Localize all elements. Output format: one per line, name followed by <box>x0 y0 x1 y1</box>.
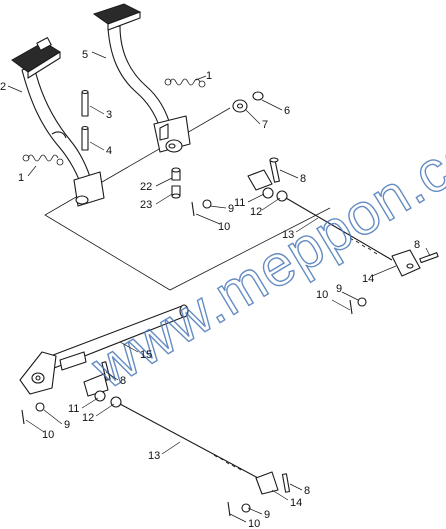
pin-4 <box>81 125 89 151</box>
callout-10c: 10 <box>42 429 54 441</box>
cotter-pin-upper <box>191 201 353 315</box>
washer-7 <box>232 99 248 113</box>
clevis-upper <box>247 157 280 191</box>
callout-13b: 13 <box>148 450 160 462</box>
callout-8d: 8 <box>304 485 310 497</box>
callout-6: 6 <box>284 105 290 117</box>
clevis-lower <box>83 361 111 397</box>
rod-lower <box>119 403 259 479</box>
pedal-arm-right <box>92 3 191 153</box>
nut-upper <box>262 187 288 202</box>
callout-7: 7 <box>262 119 268 131</box>
cross-shaft <box>19 304 189 395</box>
callout-22: 22 <box>140 181 152 193</box>
washer-lower <box>35 402 251 513</box>
callout-14a: 14 <box>362 273 374 285</box>
callout-12a: 12 <box>250 206 262 218</box>
clevis-end-lower <box>255 471 291 495</box>
washer-upper <box>202 199 367 307</box>
watermark-text: www.meppon.cc <box>80 121 446 401</box>
callout-10b: 10 <box>316 289 328 301</box>
callout-8a: 8 <box>300 173 306 185</box>
callout-1b: 1 <box>18 172 24 184</box>
spring-top <box>164 78 206 88</box>
rod-upper <box>285 197 393 261</box>
callout-13a: 13 <box>282 229 294 241</box>
leader-lines <box>7 51 431 523</box>
callout-23: 23 <box>140 199 152 211</box>
pedal-arm-left <box>11 37 105 207</box>
assembly-outline <box>44 107 331 291</box>
callout-3: 3 <box>106 109 112 121</box>
spring-bottom <box>22 154 64 166</box>
callout-11a: 11 <box>234 197 245 209</box>
callout-1a: 1 <box>206 70 212 82</box>
callout-15: 15 <box>140 349 152 361</box>
callout-2: 2 <box>0 81 6 93</box>
callout-8b: 8 <box>414 239 420 251</box>
pin-3 <box>81 89 89 117</box>
callout-labels: 1 1 2 3 4 5 6 7 8 8 8 8 9 9 9 9 10 10 10… <box>0 49 420 529</box>
callout-9d: 9 <box>264 509 270 521</box>
callout-5: 5 <box>82 49 88 61</box>
bushing-22 <box>171 167 181 181</box>
callout-9a: 9 <box>228 203 234 215</box>
callout-10d: 10 <box>248 518 260 529</box>
pin-upper-right <box>419 252 439 264</box>
clevis-end-upper <box>391 249 421 277</box>
callout-4: 4 <box>106 145 112 157</box>
callout-11b: 11 <box>68 403 79 415</box>
bolt-23 <box>171 185 181 199</box>
callout-9b: 9 <box>336 283 342 295</box>
callout-8c: 8 <box>120 375 126 387</box>
callout-9c: 9 <box>64 419 70 431</box>
callout-10a: 10 <box>218 221 230 233</box>
callout-14b: 14 <box>290 497 302 509</box>
cotter-pin-lower <box>21 409 231 517</box>
callout-12b: 12 <box>82 412 94 424</box>
snap-ring <box>252 91 264 101</box>
